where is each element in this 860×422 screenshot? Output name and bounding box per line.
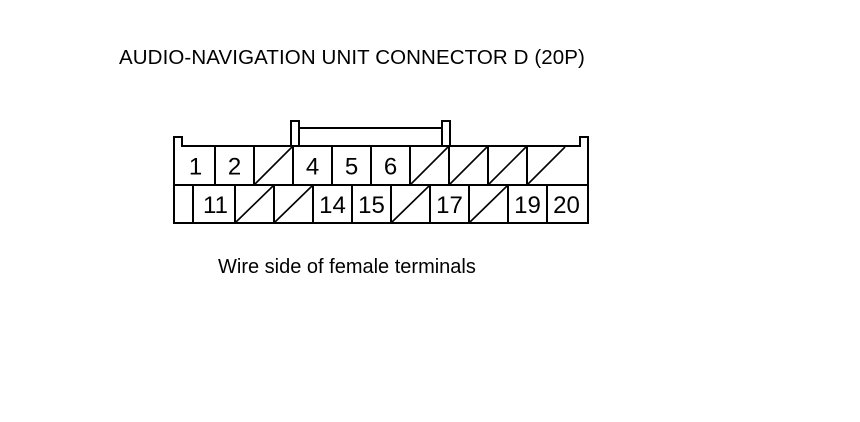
unused-terminal-slash xyxy=(235,185,274,223)
connector-latch xyxy=(290,120,451,147)
bottom-row-terminal-11: 11 xyxy=(203,185,236,223)
connector-outline xyxy=(173,136,589,224)
bottom-row-terminal-12 xyxy=(235,185,275,223)
top-row-terminal-10 xyxy=(527,146,566,185)
terminal-number: 6 xyxy=(384,154,397,181)
top-row-terminal-4: 4 xyxy=(306,146,333,185)
top-row-terminal-5: 5 xyxy=(345,146,372,185)
bottom-row-terminal-13 xyxy=(274,185,314,223)
top-row-terminal-9 xyxy=(488,146,528,185)
terminal-number: 19 xyxy=(514,192,541,219)
unused-terminal-slash xyxy=(254,146,293,185)
diagram-caption: Wire side of female terminals xyxy=(218,256,476,278)
diagram-title: AUDIO-NAVIGATION UNIT CONNECTOR D (20P) xyxy=(119,46,585,69)
connector-housing xyxy=(173,120,589,224)
unused-terminal-slash xyxy=(449,146,488,185)
terminal-number: 4 xyxy=(306,154,319,181)
terminal-number: 1 xyxy=(189,154,202,181)
terminal-number: 2 xyxy=(228,154,241,181)
unused-terminal-slash xyxy=(527,146,566,185)
terminal-number: 5 xyxy=(345,154,358,181)
terminal-number: 17 xyxy=(436,192,463,219)
terminal-number: 11 xyxy=(203,192,228,219)
unused-terminal-slash xyxy=(274,185,313,223)
top-row-terminal-8 xyxy=(449,146,489,185)
unused-terminal-slash xyxy=(410,146,449,185)
bottom-row-terminal-14: 14 xyxy=(319,185,353,223)
unused-terminal-slash xyxy=(469,185,508,223)
bottom-row-terminal-19: 19 xyxy=(514,185,548,223)
terminal-number: 15 xyxy=(358,192,385,219)
terminal-number: 14 xyxy=(319,192,346,219)
unused-terminal-slash xyxy=(391,185,430,223)
unused-terminal-slash xyxy=(488,146,527,185)
top-row-terminal-6: 6 xyxy=(384,146,411,185)
bottom-row-terminal-18 xyxy=(469,185,509,223)
bottom-row-terminal-15: 15 xyxy=(358,185,392,223)
top-row-terminal-7 xyxy=(410,146,450,185)
top-row-terminal-1: 1 xyxy=(189,146,216,185)
bottom-row-terminal-16 xyxy=(391,185,431,223)
top-row-terminal-3 xyxy=(254,146,294,185)
bottom-row-terminal-20: 20 xyxy=(553,192,580,219)
top-row-terminal-2: 2 xyxy=(228,146,255,185)
bottom-row-terminal-17: 17 xyxy=(436,185,470,223)
terminal-number: 20 xyxy=(553,192,580,219)
